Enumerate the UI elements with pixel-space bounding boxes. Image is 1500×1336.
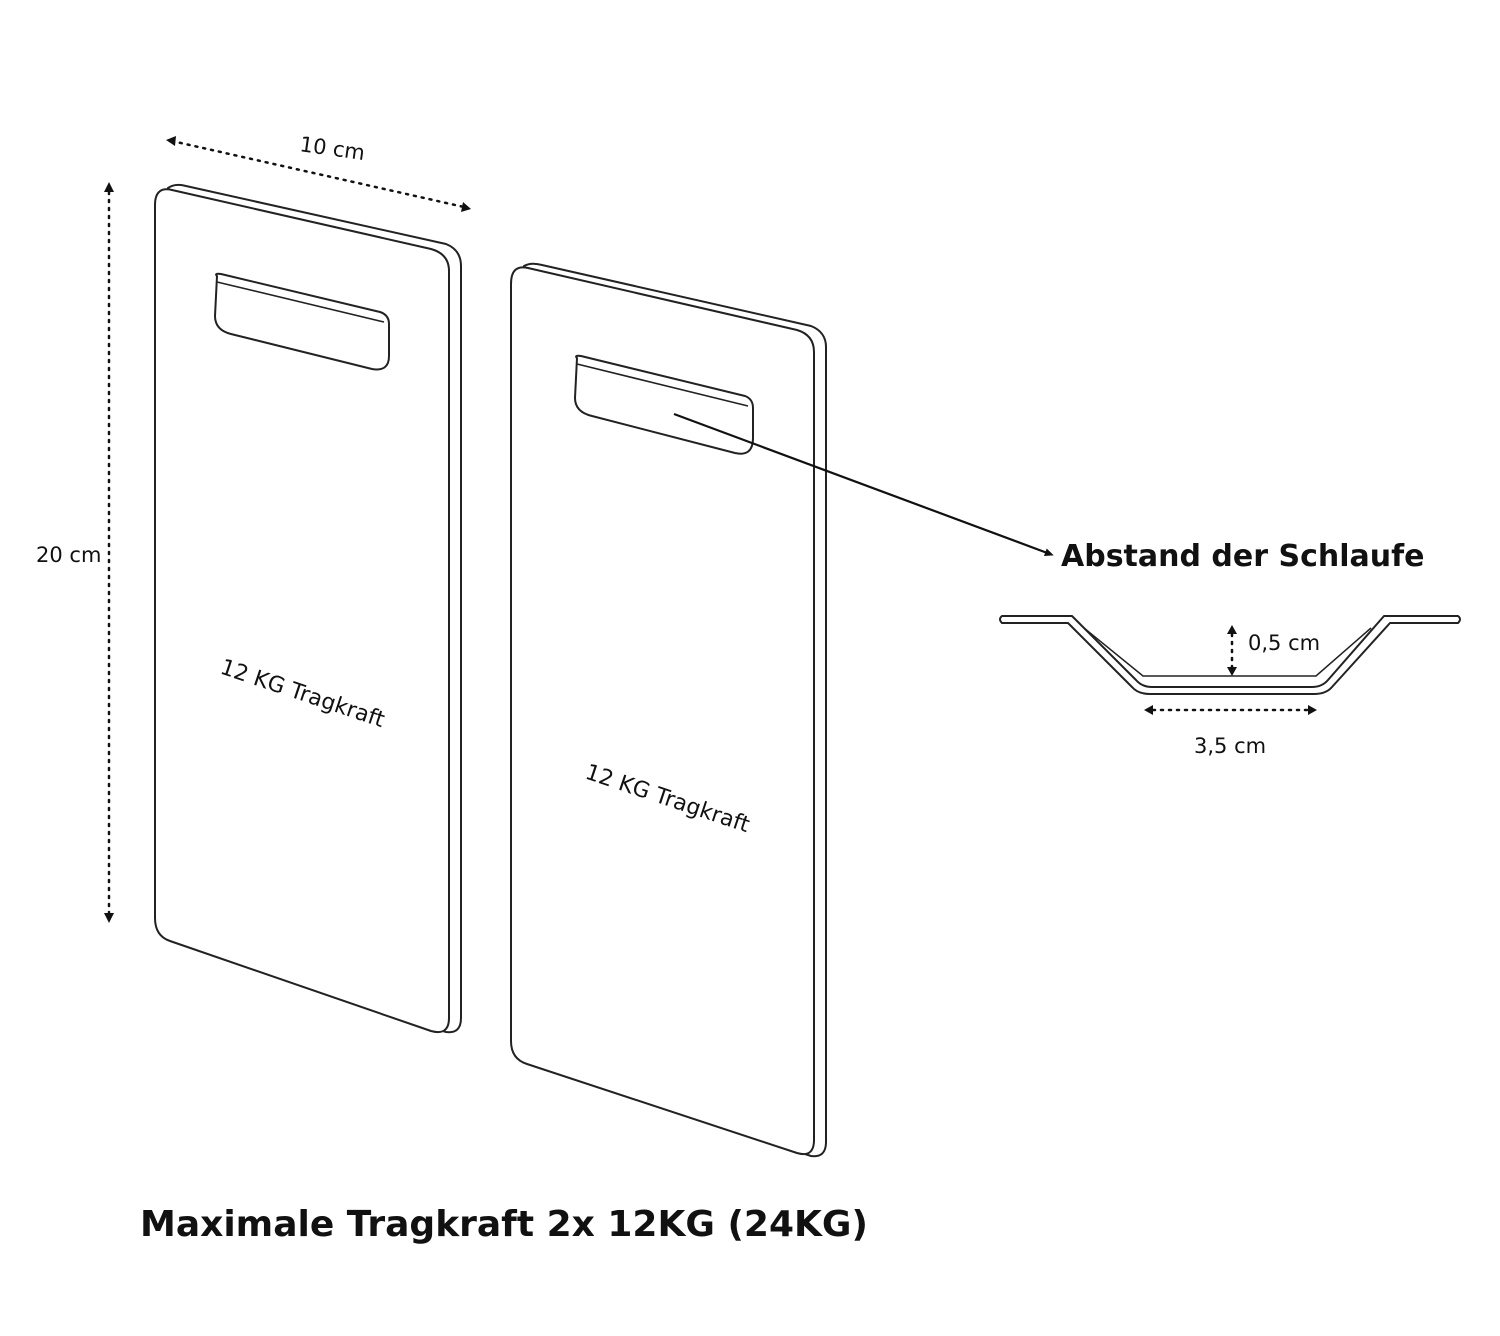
plate-right (510, 262, 827, 1158)
loop-width-arrow-right-icon (1308, 705, 1317, 715)
width-dimension-line (170, 139, 466, 209)
width-label: 10 cm (298, 132, 366, 165)
width-arrow-right-icon (461, 202, 471, 212)
loop-depth-label: 0,5 cm (1248, 631, 1320, 655)
plate-left (154, 183, 462, 1034)
plate-right-loop (574, 354, 754, 455)
loop-width-arrow-left-icon (1144, 705, 1153, 715)
height-arrow-top-icon (104, 182, 114, 192)
callout-title: Abstand der Schlaufe (1061, 539, 1425, 574)
width-arrow-left-icon (166, 136, 176, 146)
loop-width-label: 3,5 cm (1194, 734, 1266, 758)
footer-title: Maximale Tragkraft 2x 12KG (24KG) (140, 1204, 868, 1245)
height-arrow-bottom-icon (104, 913, 114, 923)
loop-depth-arrow-top-icon (1227, 625, 1237, 634)
plate-left-loop (214, 272, 390, 371)
callout-arrow (673, 412, 1054, 557)
loop-cross-section (999, 615, 1461, 695)
height-label: 20 cm (36, 543, 101, 567)
loop-depth-arrow-bottom-icon (1227, 667, 1237, 676)
